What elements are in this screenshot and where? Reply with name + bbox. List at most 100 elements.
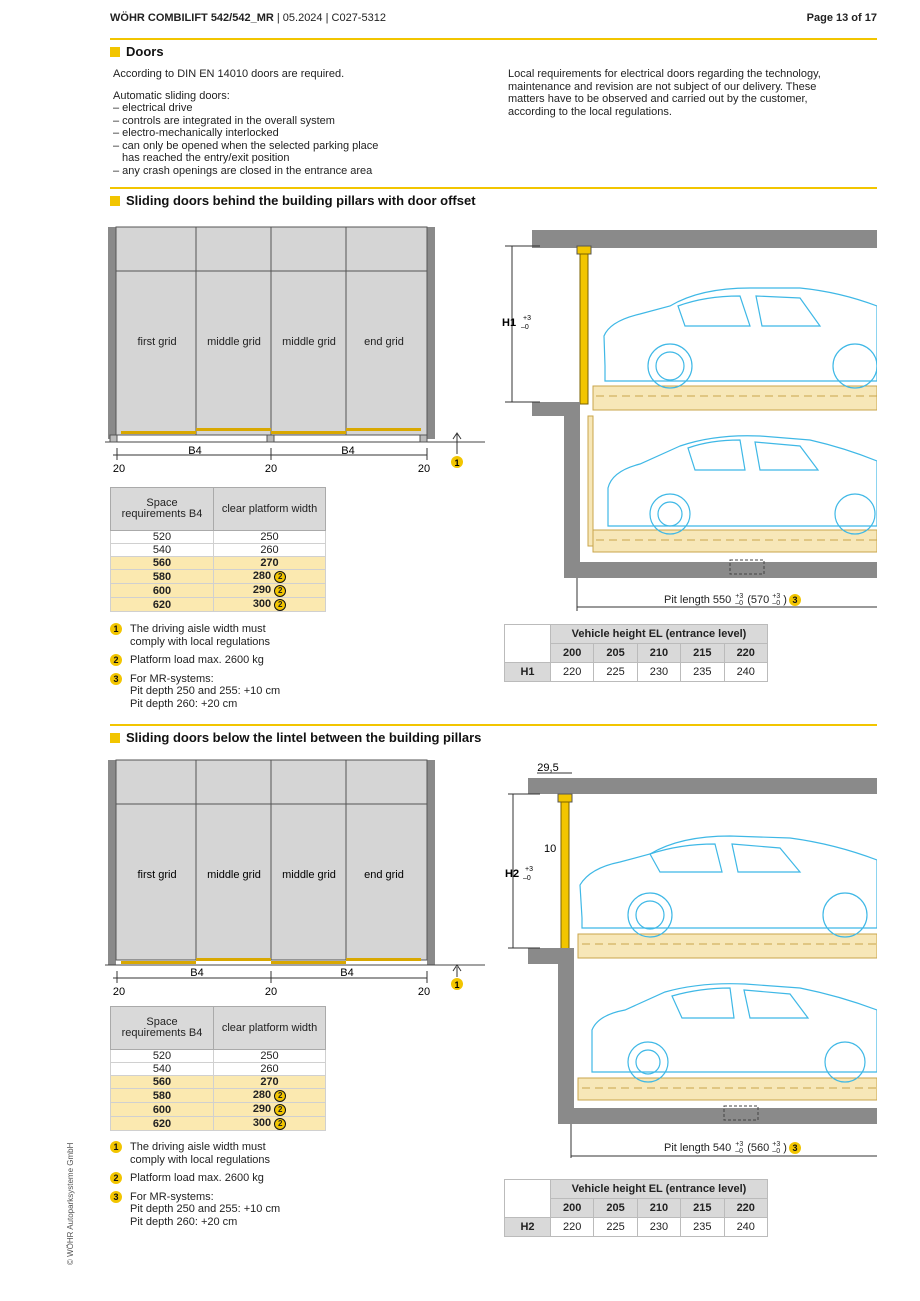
marker-badge — [451, 978, 463, 990]
lintel-dimension: 29,5 — [537, 762, 558, 774]
footnote-badge: 2 — [274, 1104, 287, 1116]
local-requirements-text: Local requirements for electrical doors … — [508, 68, 821, 118]
marker-badge — [451, 456, 463, 468]
car-upper-icon — [579, 835, 877, 938]
ceiling-slab — [528, 778, 877, 794]
entrance-slab — [528, 948, 574, 964]
footnote-badge: 2 — [274, 571, 287, 583]
dimension-b4: B4 — [340, 967, 353, 979]
auto-doors-line: – controls are integrated in the overall… — [113, 114, 335, 127]
section1-rule — [110, 187, 877, 189]
footnote-badge: 2 — [274, 585, 287, 597]
svg-text:–0: –0 — [521, 324, 529, 331]
building-pillar — [427, 760, 435, 965]
product-name: WÖHR COMBILIFT 542/542_MR — [110, 12, 274, 24]
door-leaf — [560, 801, 570, 951]
svg-text:1: 1 — [454, 980, 459, 990]
bullet-square-icon — [110, 195, 120, 206]
dimension-b4: B4 — [190, 967, 203, 979]
pit-wall — [558, 964, 574, 1124]
dimension-20: 20 — [418, 463, 430, 475]
grid-label: middle grid — [282, 869, 336, 881]
entrance-slab — [532, 402, 580, 416]
document-header: WÖHR COMBILIFT 542/542_MR | 05.2024 | C0… — [110, 12, 386, 24]
auto-doors-line: – can only be opened when the selected p… — [113, 139, 379, 152]
door-elevation-drawing-2: first grid middle grid middle grid end g… — [105, 759, 485, 998]
dimension-20: 20 — [265, 986, 277, 998]
grid-label: middle grid — [207, 869, 261, 881]
table-header: Space requirements B4 — [110, 487, 214, 531]
car-lower-icon — [607, 435, 877, 535]
section-view-drawing-1: H1 +3 –0 — [502, 230, 877, 611]
dimension-20: 20 — [418, 986, 430, 998]
door-elevation-drawing-1: first grid middle grid middle grid end g… — [105, 226, 485, 475]
auto-doors-line: – electrical drive — [113, 102, 193, 114]
car-lower-icon — [591, 983, 877, 1083]
ceiling-slab — [532, 230, 877, 248]
lower-platform — [592, 529, 877, 553]
arrow-up-icon — [452, 432, 462, 440]
door-track — [346, 428, 421, 431]
svg-text:–0: –0 — [523, 875, 531, 882]
section2-heading: Sliding doors below the lintel between t… — [110, 730, 481, 745]
building-pillar — [427, 227, 435, 439]
door-track — [196, 958, 271, 961]
door-track — [271, 431, 346, 434]
doors-heading: Doors — [110, 44, 164, 59]
grid-label: end grid — [364, 869, 404, 881]
footnote-badge: 2 — [274, 1090, 287, 1102]
pit-floor — [564, 562, 877, 578]
height-label: H1 — [502, 317, 516, 329]
auto-doors-line: Automatic sliding doors: — [113, 89, 230, 102]
lower-platform — [577, 1077, 877, 1101]
height-label: H2 — [505, 868, 519, 880]
din-text: According to DIN EN 14010 doors are requ… — [113, 68, 345, 80]
dimension-b4: B4 — [188, 445, 201, 457]
door-rail — [576, 245, 592, 255]
grid-label: middle grid — [207, 336, 261, 348]
footnote-badge: 3 — [788, 1142, 801, 1154]
grid-label: middle grid — [282, 336, 336, 348]
section2-rule — [110, 724, 877, 726]
table-header: clear platform width — [213, 1006, 326, 1050]
dimension-20: 20 — [265, 463, 277, 475]
door-rail — [557, 793, 573, 803]
auto-doors-line: – electro-mechanically interlocked — [113, 127, 279, 139]
footnote-badge: 3 — [788, 594, 801, 606]
grid-label: first grid — [137, 869, 176, 881]
door-track — [196, 428, 271, 431]
dimension-20: 20 — [113, 463, 125, 475]
section1-heading: Sliding doors behind the building pillar… — [110, 193, 476, 208]
table-header: Space requirements B4 — [110, 1006, 214, 1050]
building-pillar — [108, 760, 116, 965]
svg-text:+3: +3 — [525, 866, 533, 873]
pit-length-label: Pit length 550 +3–0 (570 +3–0 ) 3 — [664, 593, 801, 607]
pit-floor — [558, 1108, 877, 1124]
bullet-square-icon — [110, 732, 120, 743]
pit-length-label: Pit length 540 +3–0 (560 +3–0 ) 3 — [664, 1141, 801, 1155]
grid-label: first grid — [137, 336, 176, 348]
section-view-drawing-2: 29,5 10 H2 +3 –0 — [505, 762, 877, 1158]
table-caption: Vehicle height EL (entrance level) — [550, 1179, 768, 1199]
dimension-10: 10 — [544, 843, 556, 855]
upper-platform — [592, 385, 877, 411]
building-pillar — [108, 227, 116, 439]
footnote-badge: 2 — [274, 599, 287, 611]
platform-post — [587, 415, 594, 547]
dimension-b4: B4 — [341, 445, 354, 457]
copyright-note: © WÖHR Autoparksysteme GmbH — [66, 1142, 75, 1265]
bullet-square-icon — [110, 46, 120, 57]
car-upper-icon — [603, 287, 877, 389]
page-number: Page 13 of 17 — [806, 12, 877, 24]
header-rule — [110, 38, 877, 40]
arrow-up-icon — [452, 964, 462, 972]
